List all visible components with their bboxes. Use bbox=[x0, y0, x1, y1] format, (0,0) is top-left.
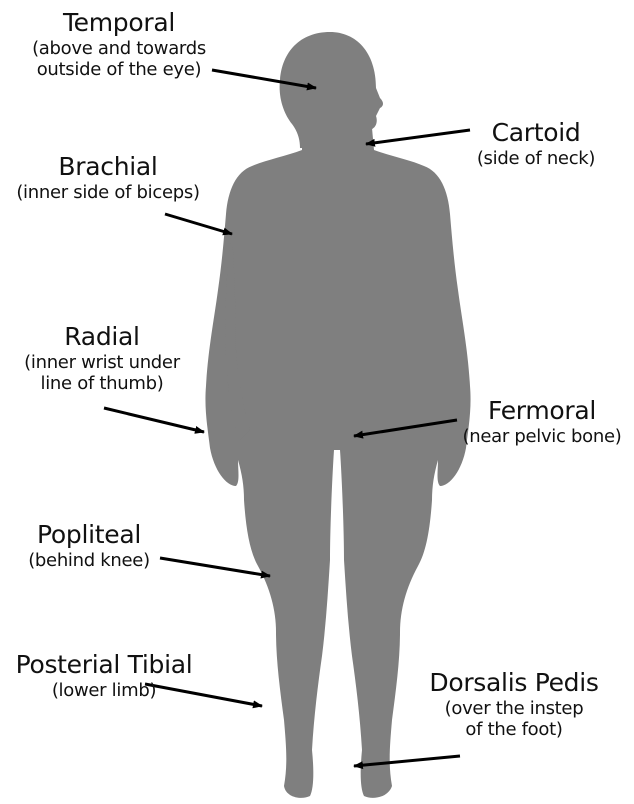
dorsalis-pedis-desc-line-1: (over the instep bbox=[414, 698, 614, 719]
cartoid-name: Cartoid bbox=[446, 118, 626, 148]
label-popliteal: Popliteal (behind knee) bbox=[14, 520, 164, 571]
radial-name: Radial bbox=[6, 322, 198, 352]
label-cartoid: Cartoid (side of neck) bbox=[446, 118, 626, 169]
label-posterial-tibial: Posterial Tibial (lower limb) bbox=[4, 650, 204, 701]
temporal-name: Temporal bbox=[4, 8, 234, 38]
temporal-desc-line-1: (above and towards bbox=[4, 38, 234, 59]
brachial-desc-line-1: (inner side of biceps) bbox=[2, 182, 214, 203]
radial-desc-line-2: line of thumb) bbox=[6, 373, 198, 394]
dorsalis-pedis-name: Dorsalis Pedis bbox=[414, 668, 614, 698]
label-brachial: Brachial (inner side of biceps) bbox=[2, 152, 214, 203]
fermoral-desc-line-1: (near pelvic bone) bbox=[452, 426, 632, 447]
label-fermoral: Fermoral (near pelvic bone) bbox=[452, 396, 632, 447]
arrow-icon bbox=[160, 558, 270, 576]
brachial-name: Brachial bbox=[2, 152, 214, 182]
label-radial: Radial (inner wrist under line of thumb) bbox=[6, 322, 198, 394]
fermoral-name: Fermoral bbox=[452, 396, 632, 426]
posterial-tibial-desc-line-1: (lower limb) bbox=[4, 680, 204, 701]
arrow-icon bbox=[104, 408, 204, 432]
label-dorsalis-pedis: Dorsalis Pedis (over the instep of the f… bbox=[414, 668, 614, 740]
cartoid-desc-line-1: (side of neck) bbox=[446, 148, 626, 169]
posterial-tibial-name: Posterial Tibial bbox=[4, 650, 204, 680]
temporal-desc-line-2: outside of the eye) bbox=[4, 59, 234, 80]
label-temporal: Temporal (above and towards outside of t… bbox=[4, 8, 234, 80]
popliteal-desc-line-1: (behind knee) bbox=[14, 550, 164, 571]
popliteal-name: Popliteal bbox=[14, 520, 164, 550]
arrow-icon bbox=[165, 214, 232, 234]
radial-desc-line-1: (inner wrist under bbox=[6, 352, 198, 373]
dorsalis-pedis-desc-line-2: of the foot) bbox=[414, 719, 614, 740]
